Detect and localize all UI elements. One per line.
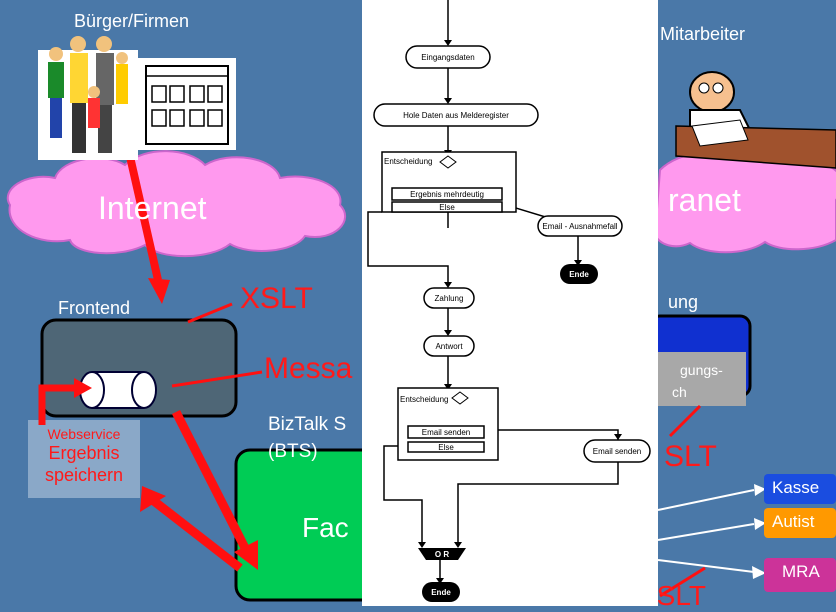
building-illustration [138, 58, 236, 150]
ergebnis-label: Ergebnis [48, 443, 120, 463]
decision-1: Entscheidung Ergebnis mehrdeutig Else [381, 151, 517, 213]
node-hole-daten-text: Hole Daten aus Melderegister [403, 111, 509, 120]
decision-2-text: Entscheidung [400, 395, 448, 404]
employee-illustration [675, 71, 836, 169]
node-eingangsdaten: Eingangsdaten [405, 45, 491, 69]
people-illustration [38, 36, 138, 160]
right-grey-box [658, 352, 746, 406]
node-hole-daten: Hole Daten aus Melderegister [373, 103, 539, 127]
node-or: O R [418, 548, 466, 560]
employees-label: Mitarbeiter [660, 24, 746, 44]
node-eingangsdaten-text: Eingangsdaten [421, 53, 474, 62]
biztalk-label-2: (BTS) [268, 441, 318, 462]
speichern-label: speichern [44, 465, 124, 485]
fac-label: Fac [302, 512, 349, 543]
node-ende-1: Ende [560, 264, 598, 284]
node-zahlung-text: Zahlung [435, 294, 464, 303]
biztalk-label-1: BizTalk S [268, 414, 347, 435]
ung-label: ung [668, 292, 699, 312]
decision-1-text: Entscheidung [384, 157, 432, 166]
citizens-label: Bürger/Firmen [74, 11, 190, 31]
node-email-senden: Email senden [583, 439, 651, 463]
webservice-label-group: Webservice Ergebnis speichern [28, 426, 140, 486]
xslt-top-label: XSLT [240, 282, 313, 315]
node-email-ausnahme: Email - Ausnahmefall [537, 215, 623, 237]
flowchart-svg: Eingangsdaten Hole Daten aus Melderegist… [367, 0, 651, 602]
node-email-senden-text: Email senden [593, 447, 641, 456]
decision-1-branch: Ergebnis mehrdeutig [410, 190, 484, 199]
node-zahlung: Zahlung [423, 287, 475, 309]
target-kasse: Kasse [764, 474, 836, 504]
node-or-text: O R [435, 550, 449, 559]
internet-label: Internet [98, 190, 207, 226]
webservice-label: Webservice [47, 426, 121, 442]
gungs-label: gungs- [680, 362, 723, 378]
webservice-box [28, 420, 140, 498]
decision-1-else: Else [439, 203, 455, 212]
intranet-label: ranet [668, 182, 741, 218]
target-autist: Autist [764, 508, 836, 538]
decision-2: Entscheidung Email senden Else [397, 387, 499, 461]
message-label: Messa [264, 352, 353, 385]
flowchart-panel: Eingangsdaten Hole Daten aus Melderegist… [362, 0, 658, 606]
decision-2-else: Else [438, 443, 454, 452]
decision-2-branch: Email senden [422, 428, 470, 437]
node-ende-2-text: Ende [431, 588, 451, 597]
node-email-ausnahme-text: Email - Ausnahmefall [542, 222, 617, 231]
node-ende-1-text: Ende [569, 270, 589, 279]
target-arrows [657, 484, 766, 579]
node-antwort: Antwort [423, 335, 475, 357]
node-ende-2: Ende [422, 582, 460, 602]
target-mra: MRA [764, 558, 836, 592]
xslt-mid-label: SLT [664, 440, 717, 473]
node-antwort-text: Antwort [435, 342, 463, 351]
message-queue-cylinder [79, 371, 157, 409]
frontend-label: Frontend [58, 298, 131, 318]
ch-label: ch [672, 384, 687, 400]
